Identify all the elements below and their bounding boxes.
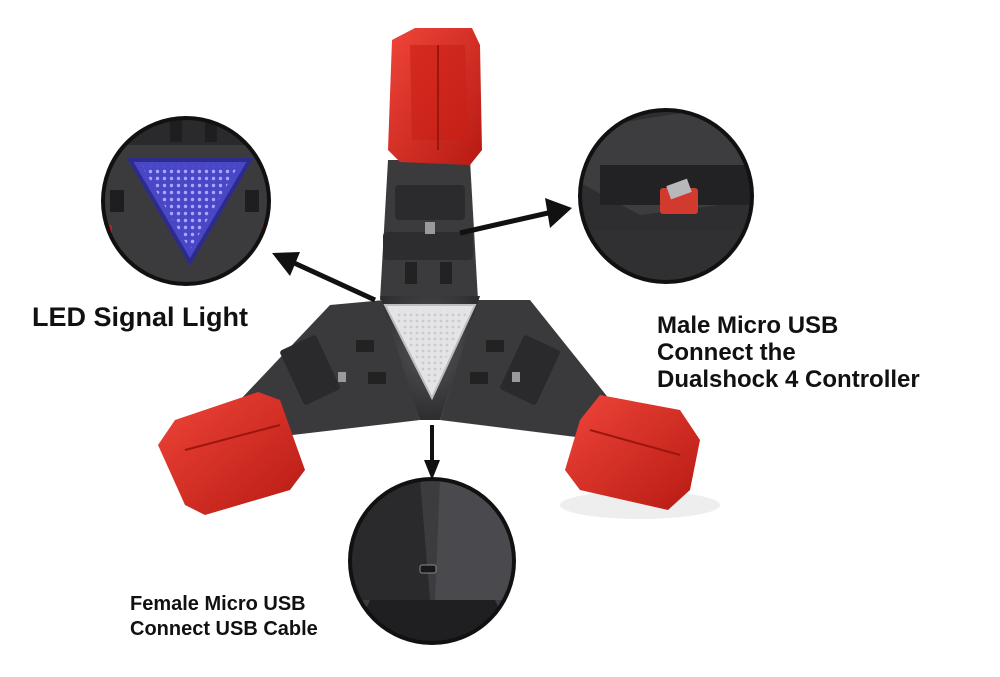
led-label-line: LED Signal Light — [32, 302, 248, 332]
right-red-clip — [565, 395, 700, 510]
top-red-clip — [388, 28, 482, 165]
right-arm — [440, 300, 610, 440]
male-usb-label-line-2: Connect the — [657, 338, 796, 366]
female-usb-label-line-2: Connect USB Cable — [130, 618, 318, 641]
top-arm — [380, 160, 478, 300]
led-signal-light-label: LED Signal Light — [32, 301, 248, 333]
female-usb-inset — [348, 477, 516, 645]
male-usb-inset — [578, 108, 754, 284]
male-usb-label-line-3: Dualshock 4 Controller — [657, 365, 920, 393]
male-usb-label-line-1: Male Micro USB — [657, 312, 839, 339]
left-red-clip — [158, 392, 305, 515]
male-micro-usb-label: Male Micro USB Connect the Dualshock 4 C… — [657, 312, 920, 394]
central-hub — [380, 296, 480, 420]
arrow-male-usb — [459, 198, 572, 236]
led-inset — [101, 116, 271, 286]
arrow-led — [272, 252, 377, 303]
arrow-female-usb — [424, 425, 440, 480]
female-micro-usb-label: Female Micro USB Connect USB Cable — [130, 592, 318, 642]
left-arm — [240, 300, 420, 440]
female-usb-label-line-1: Female Micro USB — [130, 593, 306, 615]
